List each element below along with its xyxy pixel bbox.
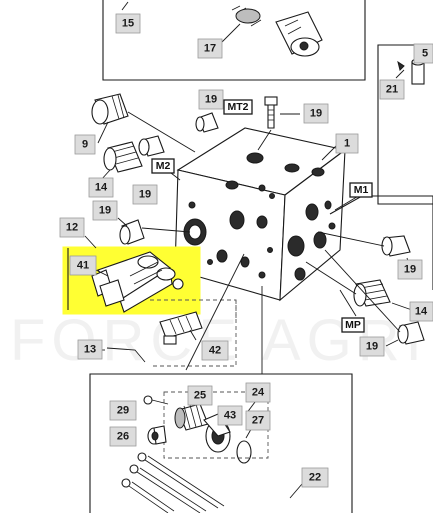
callout-26: 26 [109,426,137,447]
svg-text:19: 19 [99,205,111,217]
port-tag-m2: M2 [151,158,175,174]
callout-29: 29 [109,400,137,421]
callout-19-front: 19 [92,200,118,221]
solenoid-valve-41 [91,251,184,313]
callout-25: 25 [187,385,213,406]
svg-text:26: 26 [117,431,129,443]
svg-text:MP: MP [345,319,361,331]
callout-15: 15 [115,13,141,34]
svg-text:12: 12 [66,222,78,234]
mt2-test-fitting [264,96,278,129]
svg-text:42: 42 [209,345,221,357]
plug-19-mt2 [195,112,219,133]
callout-22: 22 [301,467,329,488]
pin-29 [143,395,169,405]
cap-43 [203,413,231,453]
callout-21: 21 [379,79,405,100]
callout-19-m2: 19 [132,184,158,205]
svg-text:19: 19 [139,189,151,201]
svg-text:27: 27 [252,415,264,427]
plug-19-right-upper [381,235,411,257]
callout-14-right: 14 [409,301,433,322]
svg-text:19: 19 [366,341,378,353]
callout-9: 9 [74,134,96,155]
callout-43: 43 [217,405,243,426]
port-tag-m1: M1 [349,182,373,198]
right-detail-panel [377,44,433,205]
svg-text:43: 43 [224,410,236,422]
callout-17: 17 [197,38,223,59]
plug-26 [147,425,167,445]
callout-19-right-upper: 19 [397,259,423,280]
svg-text:41: 41 [77,260,89,272]
callout-19-mt2: 19 [303,103,329,124]
callout-5: 5 [413,43,433,64]
cartridge-valve-14-left [103,141,143,173]
svg-text:13: 13 [84,344,96,356]
svg-text:19: 19 [310,108,322,120]
manifold-block [174,127,347,302]
callout-27: 27 [245,410,271,431]
svg-text:21: 21 [386,84,398,96]
callout-14-left: 14 [88,177,114,198]
port-tag-mt2: MT2 [223,99,253,115]
svg-text:25: 25 [194,390,206,402]
svg-text:22: 22 [309,472,321,484]
plug-19-near-m2 [138,135,165,157]
svg-text:1: 1 [344,138,350,150]
bottom-detail-panel [89,373,353,513]
o-ring-27 [236,440,252,464]
top-detail-panel [102,0,366,81]
plug-fitting-9 [91,93,129,125]
port-tag-mp: MP [341,317,365,333]
svg-text:17: 17 [204,43,216,55]
spring-assembly-25 [174,403,209,431]
svg-text:5: 5 [422,48,428,60]
fitting-42 [159,311,203,345]
plug-19-front [119,219,145,245]
callout-42: 42 [201,340,229,361]
bolts-22 [121,452,225,513]
spring-part [231,5,262,27]
callout-24: 24 [245,382,271,403]
svg-text:14: 14 [415,306,428,318]
callout-12: 12 [59,217,85,238]
svg-text:M2: M2 [156,160,171,172]
callout-19-right-lower: 19 [359,336,385,357]
svg-text:M1: M1 [354,184,369,196]
svg-text:24: 24 [252,387,265,399]
svg-text:14: 14 [95,182,108,194]
plug-19-right-lower [397,321,425,345]
svg-text:19: 19 [404,264,416,276]
svg-text:19: 19 [205,94,217,106]
svg-text:15: 15 [122,18,134,30]
svg-text:29: 29 [117,405,129,417]
callout-41[interactable]: 41 [69,255,97,276]
callout-13: 13 [77,339,103,360]
svg-text:9: 9 [82,139,88,151]
cartridge-valve-14-right [353,279,391,307]
valve-spool-part [275,11,323,57]
callout-1: 1 [335,133,359,154]
svg-text:MT2: MT2 [228,101,249,113]
callout-19-top: 19 [198,89,224,110]
